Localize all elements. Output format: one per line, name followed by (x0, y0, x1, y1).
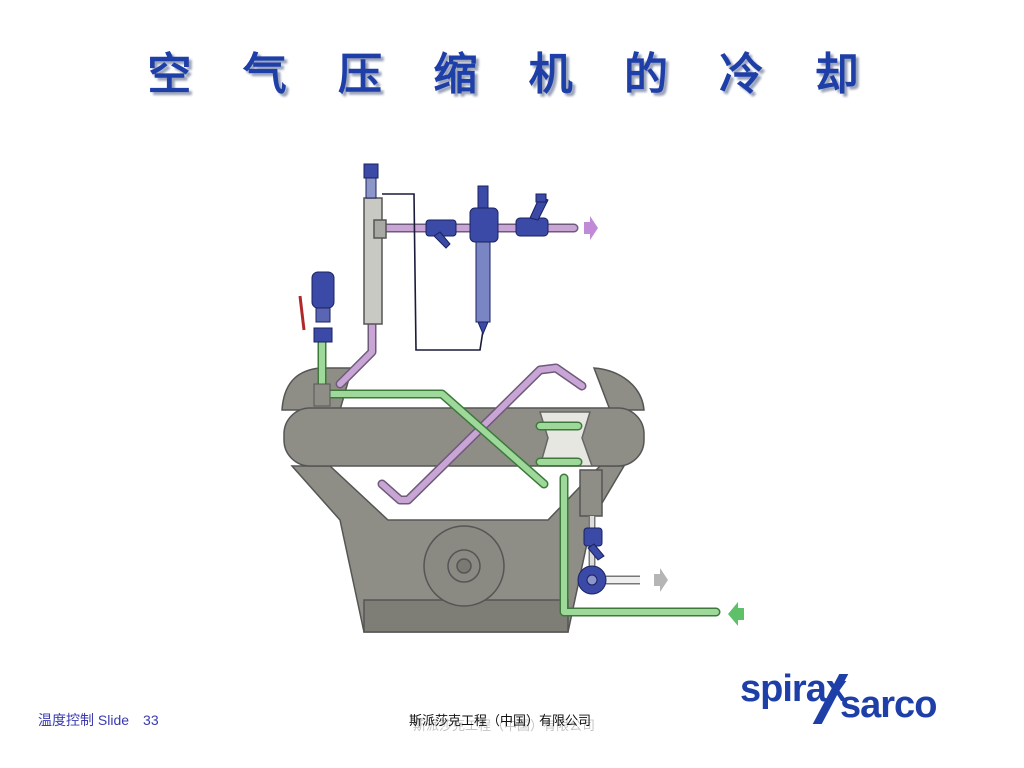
flow-arrow-drain-out (654, 568, 668, 592)
cold-water-pipes (317, 335, 721, 617)
sensor-head (363, 163, 379, 199)
strainer-right (515, 193, 549, 237)
flow-arrow-hot-out (584, 216, 598, 240)
trap-assembly (577, 527, 607, 595)
logo-word-sarco: sarco (840, 684, 937, 726)
slide-title: 空 气 压 缩 机 的 冷 却 (147, 49, 877, 100)
sensor-pocket (363, 197, 387, 325)
flow-arrow-cold-in (728, 602, 744, 626)
three-way-valve (469, 185, 499, 336)
slide-number: 33 (143, 712, 159, 728)
footer-company: 斯派莎克工程（中国）有限公司 斯派莎克工程（中国）有限公司 (380, 710, 620, 734)
strainer-hot (425, 219, 457, 249)
footer-topic: 温度控制 Slide 33 (38, 710, 159, 730)
vent-valve (298, 271, 335, 343)
tee-junction (313, 383, 331, 407)
spirax-sarco-logo: spirax sarco (740, 668, 980, 728)
drain-housing (579, 469, 603, 517)
footer-company-label: 斯派莎克工程（中国）有限公司 (408, 714, 591, 729)
capillary-line (382, 193, 485, 351)
footer-topic-label: 温度控制 Slide (38, 712, 130, 728)
